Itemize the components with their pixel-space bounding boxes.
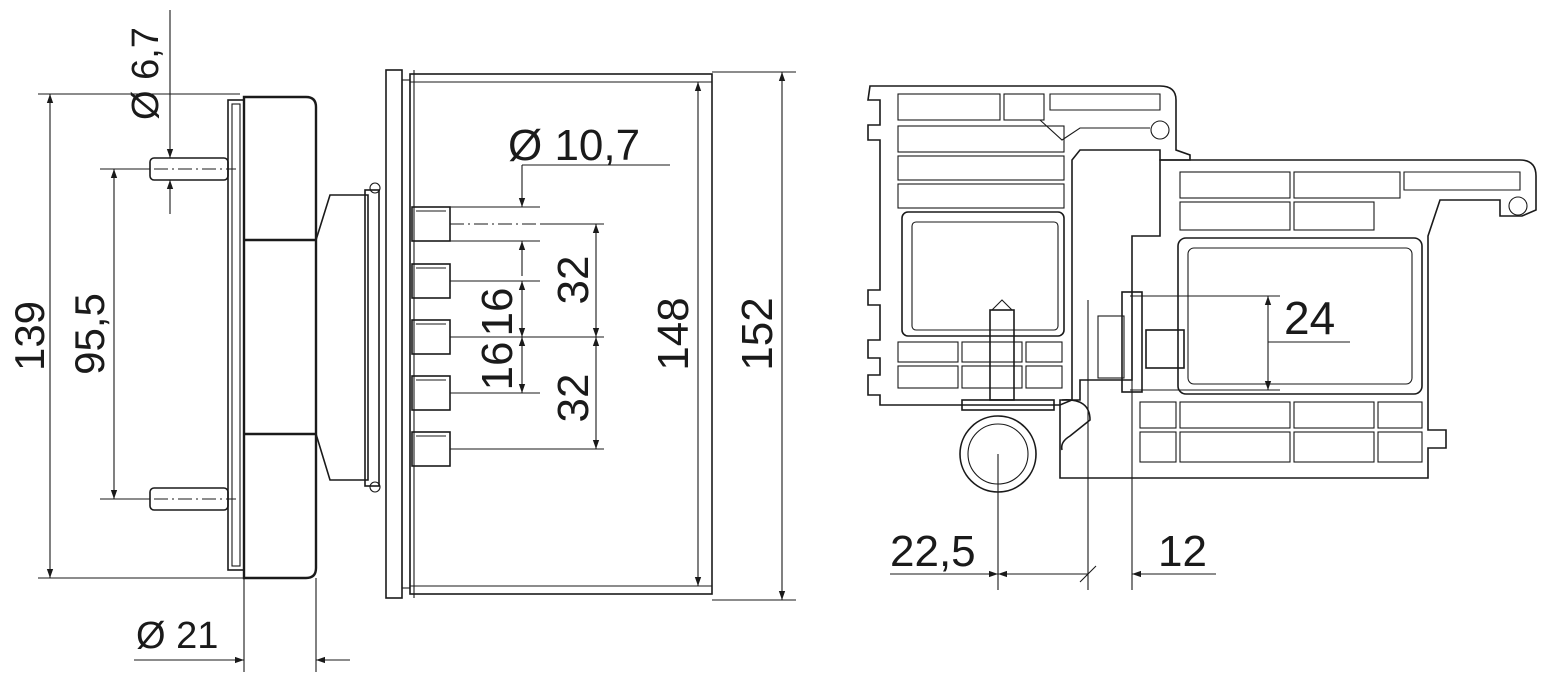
window-profile-section: 24 22,5 12 (867, 85, 1537, 590)
dim-spacing-32-bottom: 32 (549, 374, 598, 423)
side-view-handle: Ø 6,7 139 95,5 Ø 21 (6, 10, 381, 672)
dim-spacing-16-b: 16 (473, 342, 522, 391)
boss-2 (411, 263, 451, 299)
handle-grip (242, 95, 318, 580)
boss-5 (411, 431, 451, 467)
boss-1 (411, 206, 540, 242)
lock-plate (385, 69, 403, 599)
dim-height-139: 139 (6, 301, 53, 371)
dim-spacing-32-top: 32 (549, 256, 598, 305)
front-view-lock-plate: Ø 10,7 32 16 16 32 148 152 (385, 69, 796, 601)
dim-diameter-6-7: Ø 6,7 (125, 27, 167, 120)
spindle-section (989, 309, 1015, 401)
dim-diameter-21: Ø 21 (136, 615, 218, 657)
lock-housing (409, 73, 713, 595)
boss-4 (411, 375, 451, 411)
dim-spacing-16-a: 16 (473, 288, 522, 337)
dim-width-12: 12 (1158, 527, 1207, 576)
dim-width-24: 24 (1284, 292, 1335, 344)
boss-3 (411, 319, 451, 355)
dim-width-22-5: 22,5 (890, 527, 976, 576)
dim-height-148: 148 (649, 297, 698, 370)
frame-profile (1059, 159, 1537, 479)
dim-diameter-10-7: Ø 10,7 (508, 121, 640, 170)
dim-height-152: 152 (733, 297, 782, 370)
dim-pin-spacing-95-5: 95,5 (66, 293, 113, 375)
